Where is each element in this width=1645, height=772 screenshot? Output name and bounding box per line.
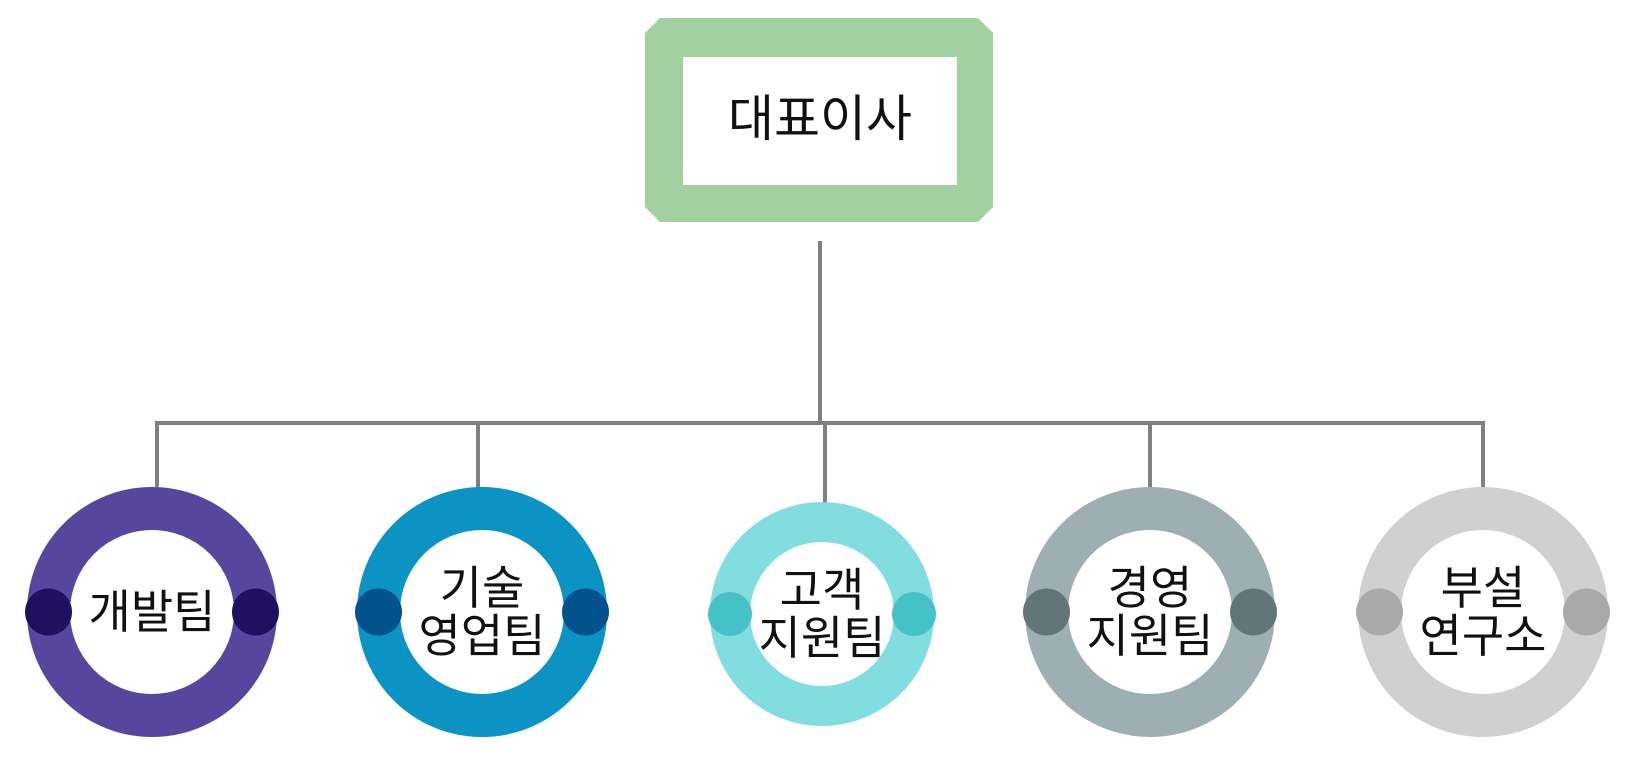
team-label-line: 기술 <box>440 561 525 615</box>
team-ring-dot-right <box>1563 588 1610 636</box>
team-ring-dot-left <box>1023 588 1070 636</box>
team-label-line: 영업팀 <box>419 609 546 663</box>
team-label-line: 부설 <box>1441 561 1526 615</box>
team-node: 개발팀 <box>25 487 279 737</box>
team-ring-dot-right <box>232 588 279 636</box>
team-ring-dot-right <box>892 592 936 636</box>
ceo-frame <box>645 18 993 222</box>
team-ring-dot-left <box>708 592 752 636</box>
team-label-line: 고객 <box>780 563 865 617</box>
ceo-label: 대표이사 <box>728 90 912 148</box>
team-label-line: 경영 <box>1108 561 1193 615</box>
team-ring-dot-left <box>1356 588 1403 636</box>
team-ring-dot-left <box>355 588 402 636</box>
team-ring-dot-right <box>562 588 609 636</box>
connector-lines <box>155 241 1485 505</box>
team-label-line: 개발팀 <box>89 585 216 639</box>
team-ring-dot-left <box>25 588 72 636</box>
team-label-line: 지원팀 <box>1087 609 1214 663</box>
team-ring-dot-right <box>1230 588 1277 636</box>
ceo-node: 대표이사 <box>645 18 993 222</box>
team-label-line: 연구소 <box>1420 609 1547 663</box>
team-label-line: 지원팀 <box>759 611 886 665</box>
